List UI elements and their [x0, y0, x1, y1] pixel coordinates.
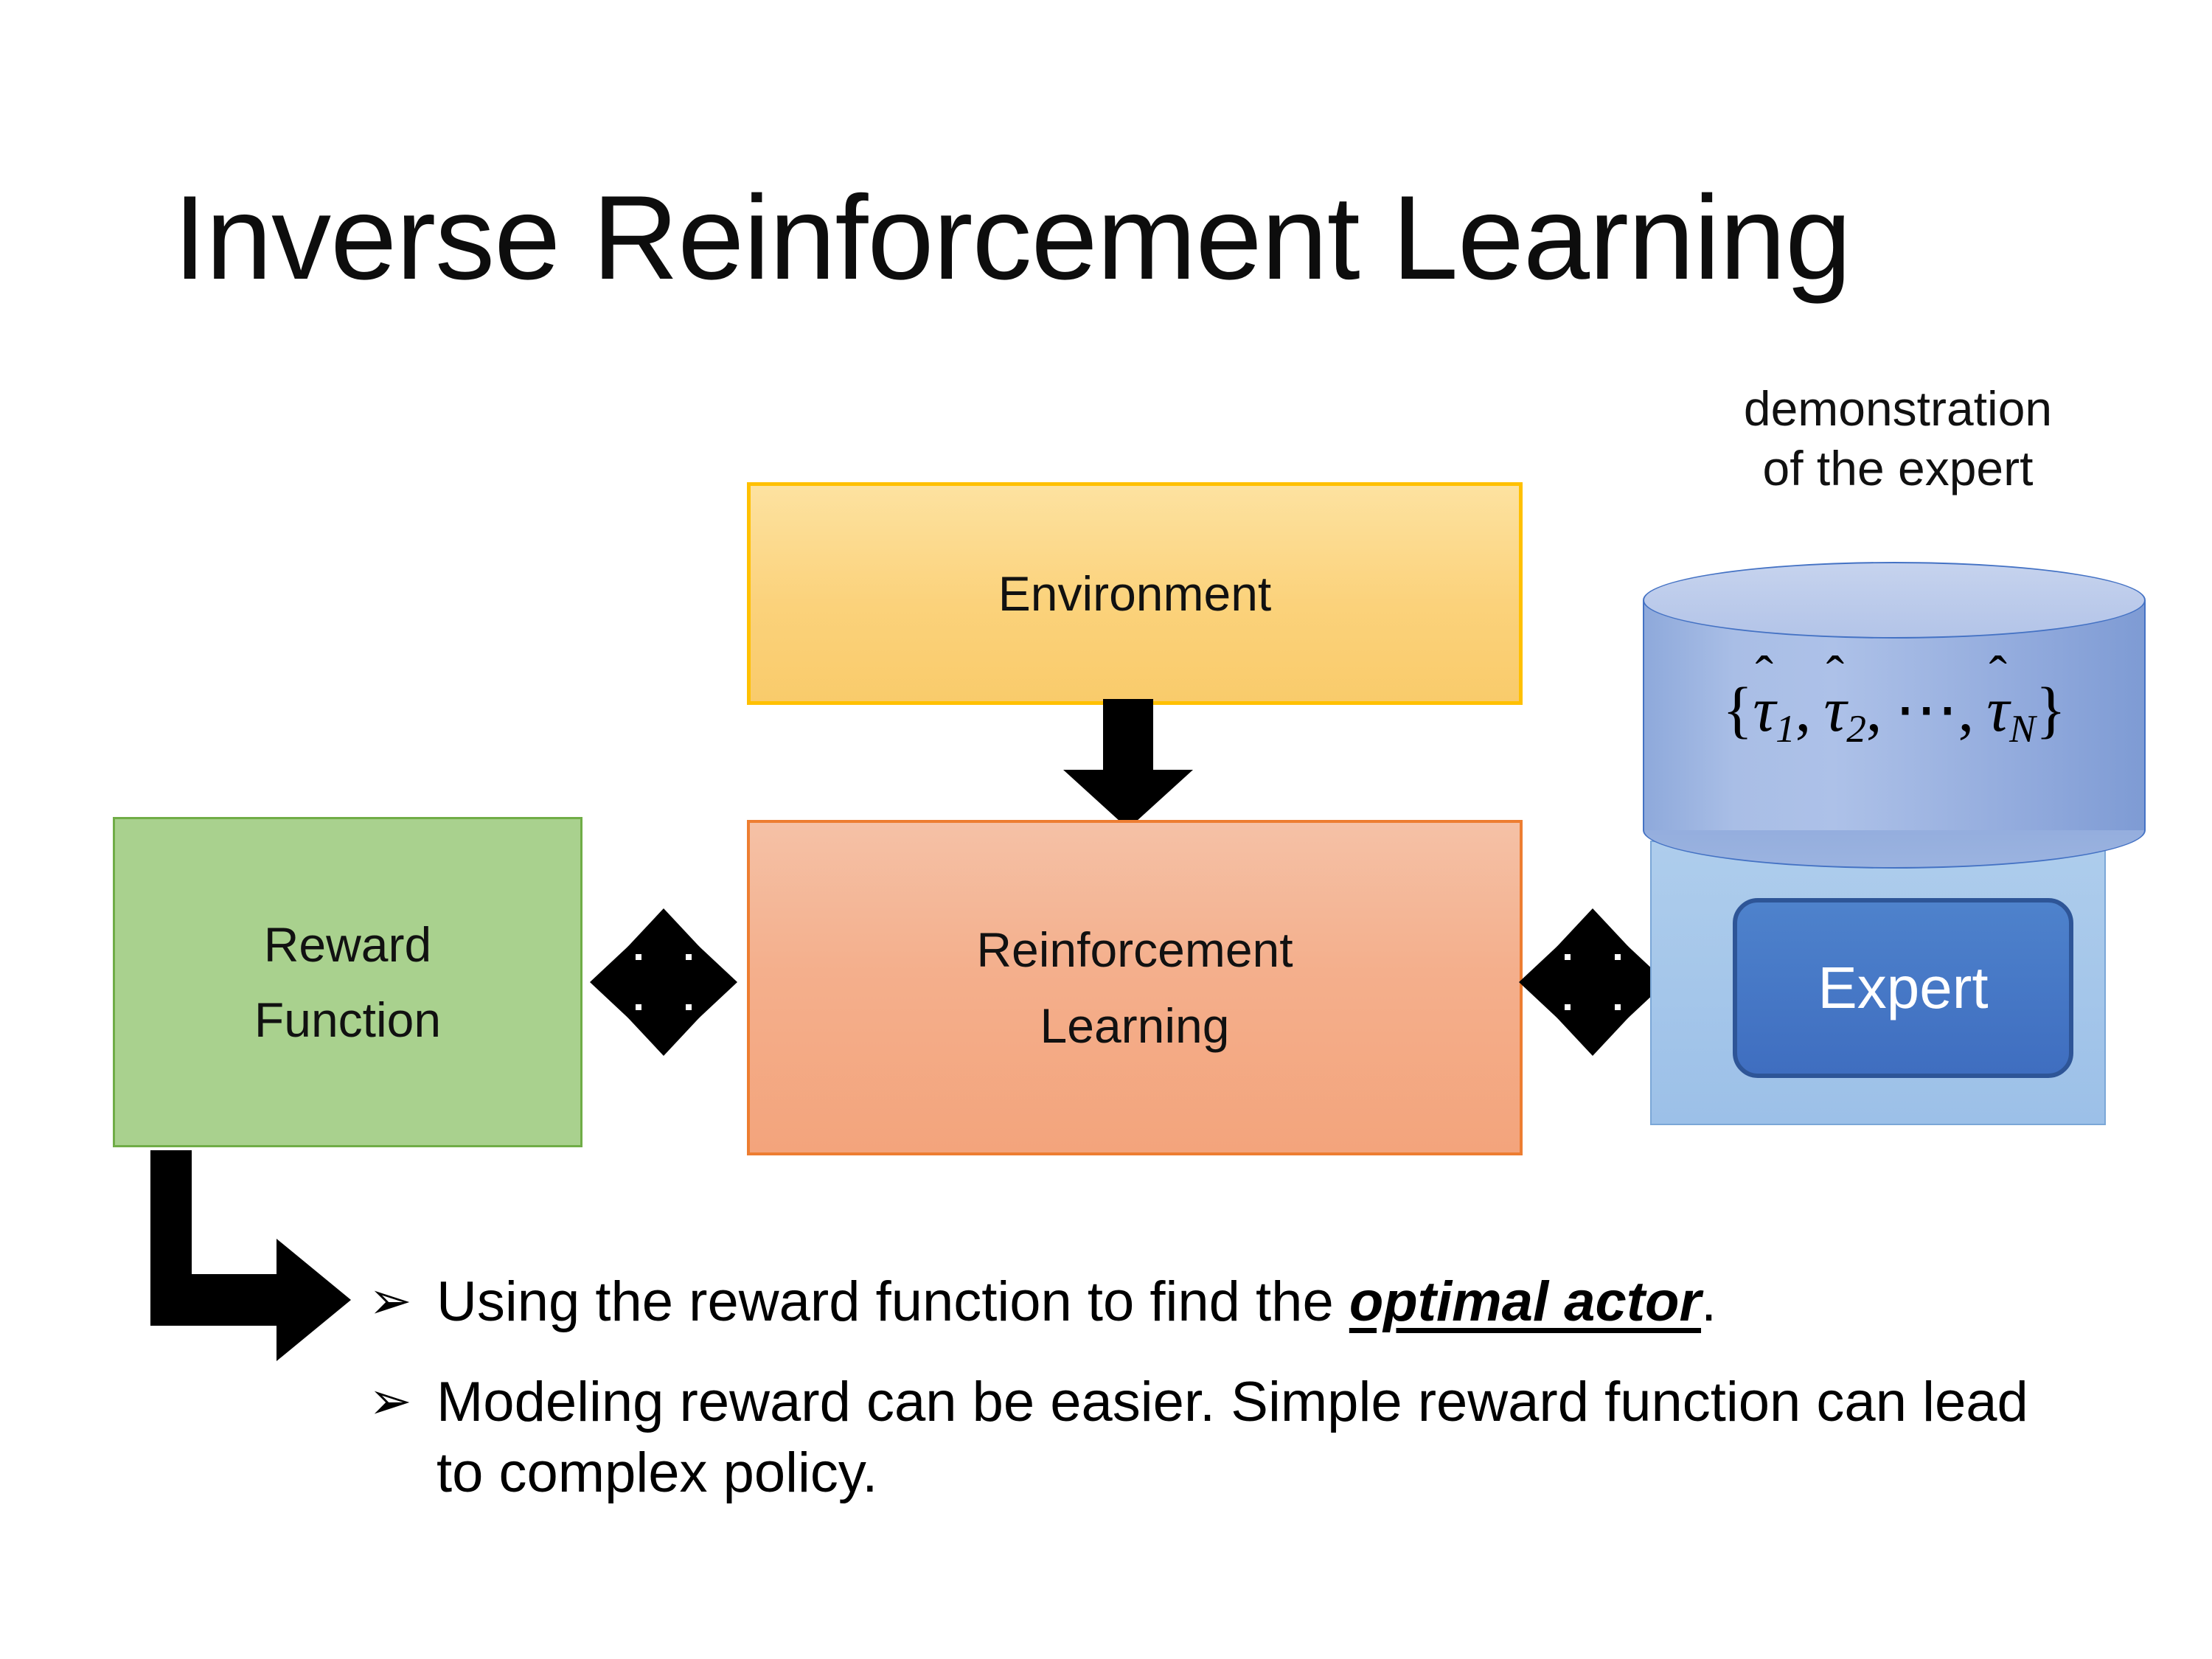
four-way-arrow-icon-right [1519, 908, 1666, 1056]
four-way-arrow-icon-left [590, 908, 737, 1056]
page-title: Inverse Reinforcement Learning [173, 171, 1851, 305]
formula-sub-2: 2 [1846, 706, 1866, 751]
bullet-text-2-prefix: Modeling reward can be easier. Simple re… [437, 1370, 2028, 1504]
formula-tau-n: τ [1986, 674, 2010, 745]
formula-close-brace: } [2035, 674, 2066, 745]
expert-chip-label: Expert [1818, 955, 1989, 1020]
reward-label-line1: Reward [263, 917, 432, 972]
trajectory-cylinder[interactable]: {τ̂1, τ̂2, ⋯, τ̂N} [1643, 562, 2146, 869]
demonstration-caption: demonstration of the expert [1640, 379, 2156, 498]
environment-box-label: Environment [998, 566, 1272, 621]
formula-comma-2: , [1865, 674, 1882, 745]
cylinder-body [1643, 600, 2146, 830]
reward-function-box-label: Reward Function [254, 907, 441, 1058]
reward-function-box[interactable]: Reward Function [113, 817, 582, 1147]
reinforcement-learning-box-label: Reinforcement Learning [976, 912, 1293, 1063]
cylinder-top-ellipse [1643, 562, 2146, 639]
rl-label-line2: Learning [1040, 998, 1230, 1053]
bullet-marker-icon-2: ➢ [369, 1371, 412, 1430]
trajectory-set-formula: {τ̂1, τ̂2, ⋯, τ̂N} [1643, 672, 2146, 751]
environment-box[interactable]: Environment [747, 482, 1523, 705]
bullet-list: ➢ Using the reward function to find the … [369, 1267, 2065, 1537]
reinforcement-learning-box[interactable]: Reinforcement Learning [747, 820, 1523, 1155]
formula-comma-3: , [1958, 674, 1975, 745]
formula-comma-1: , [1795, 674, 1812, 745]
bent-arrow-icon [140, 1150, 369, 1401]
bullet-text-1-suffix: . [1701, 1270, 1717, 1333]
demonstration-caption-line1: demonstration [1743, 381, 2053, 436]
formula-sub-n: N [2009, 706, 2036, 751]
formula-open-brace: { [1722, 674, 1753, 745]
bullet-text-1-prefix: Using the reward function to find the [437, 1270, 1349, 1333]
bullet-marker-icon-1: ➢ [369, 1272, 412, 1329]
formula-tau-2: τ [1823, 674, 1847, 745]
bullet-item-1: ➢ Using the reward function to find the … [369, 1267, 2065, 1338]
formula-sub-1: 1 [1775, 706, 1795, 751]
bullet-text-1-emphasis: optimal actor [1349, 1270, 1702, 1333]
formula-ellipsis: ⋯ [1894, 674, 1958, 745]
rl-label-line1: Reinforcement [976, 922, 1293, 978]
reward-label-line2: Function [254, 992, 442, 1047]
bullet-item-2: ➢ Modeling reward can be easier. Simple … [369, 1367, 2065, 1509]
demonstration-caption-line2: of the expert [1762, 440, 2034, 495]
down-arrow-icon [1062, 699, 1194, 830]
expert-chip[interactable]: Expert [1733, 898, 2073, 1078]
formula-tau-1: τ [1753, 674, 1776, 745]
